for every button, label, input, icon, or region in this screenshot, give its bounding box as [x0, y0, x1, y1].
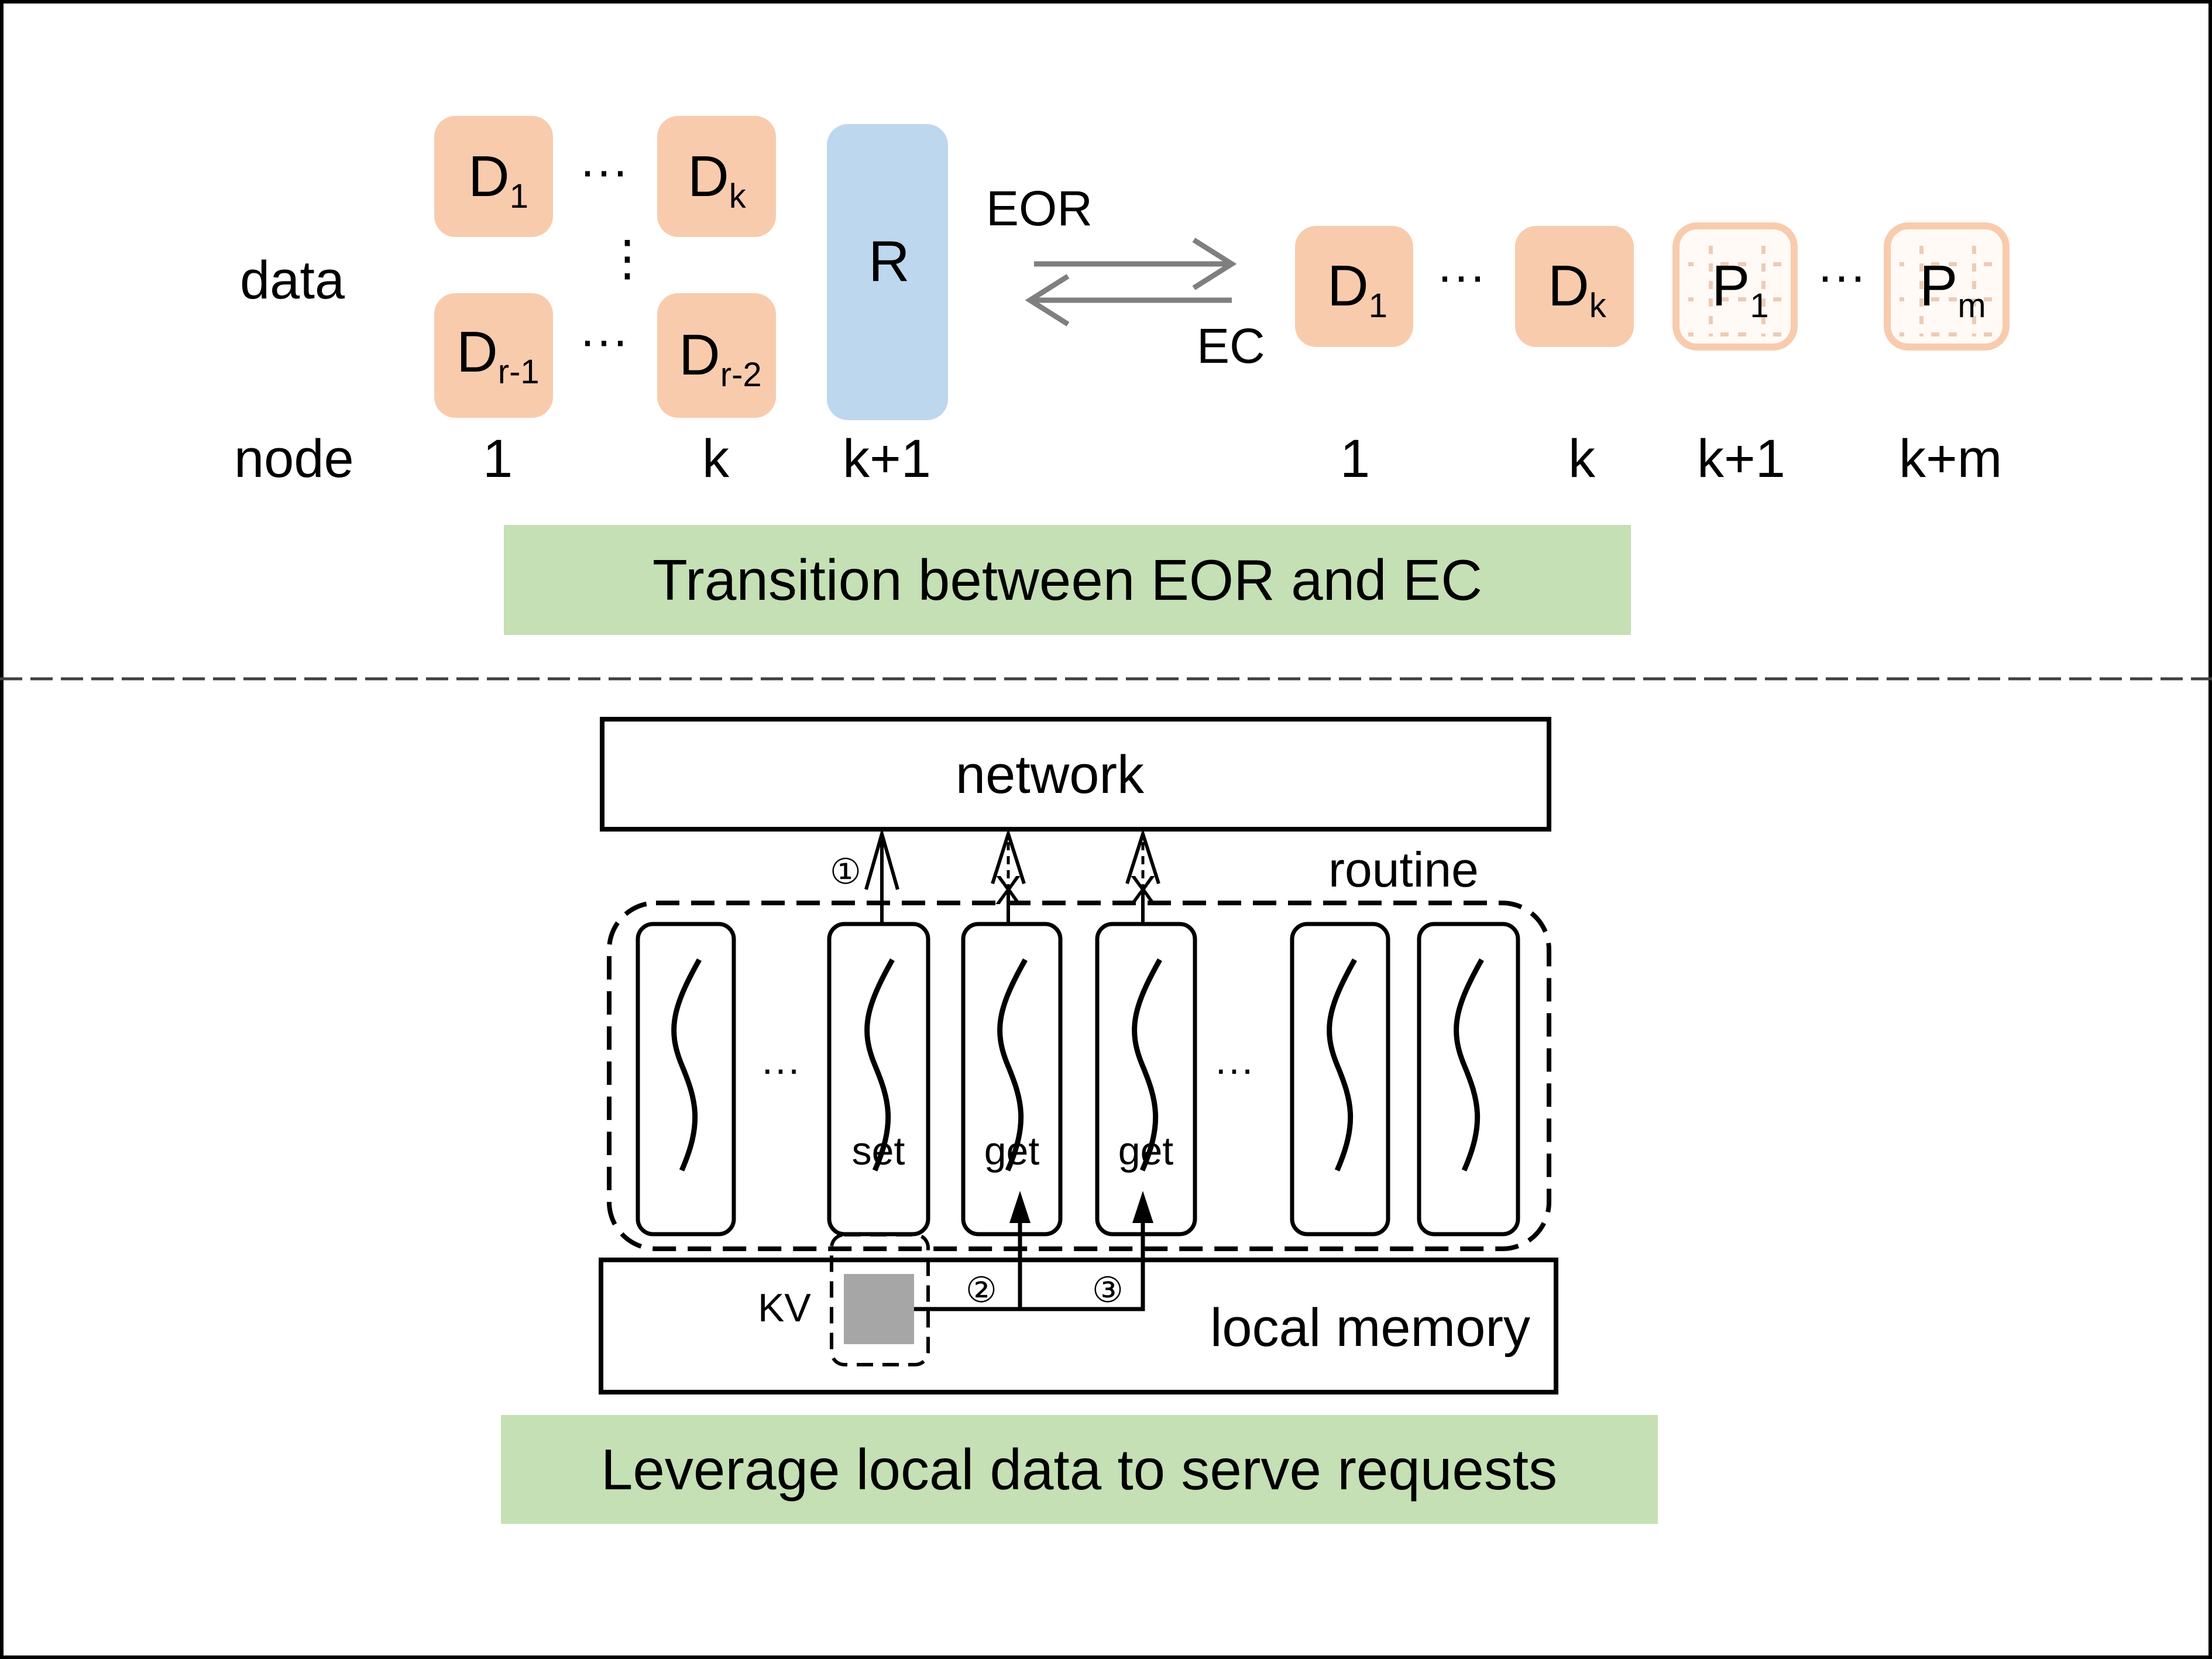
routine-box-get-1: get [961, 922, 1063, 1236]
routine-thread-icon [1454, 958, 1484, 1172]
kv-label: KV [758, 1286, 811, 1330]
parity-block-pm: Pm [1884, 222, 2010, 351]
data-block-d1: D1 [434, 116, 553, 237]
ellipsis-v: ⋮ [603, 231, 652, 286]
row-label-node: node [234, 429, 354, 489]
step-3-label: ③ [1092, 1270, 1124, 1311]
routine-ellipsis-left: ··· [761, 1047, 801, 1091]
svg-text:Dk: Dk [688, 144, 747, 215]
bottom-panel: network routine ··· set get get ··· [501, 717, 1658, 1524]
svg-text:get: get [984, 1129, 1040, 1173]
routine-thread-icon [1132, 958, 1162, 1172]
data-block-dr-2: Dr-2 [657, 293, 776, 418]
ec-ellipsis-1: ··· [1437, 248, 1486, 303]
routine-thread-icon [1327, 958, 1357, 1172]
routine-box [1417, 922, 1520, 1236]
svg-text:Transition between EOR and EC: Transition between EOR and EC [652, 548, 1482, 612]
ellipsis-h-top: ··· [579, 143, 628, 198]
svg-text:R: R [868, 229, 910, 293]
row-label-data: data [240, 250, 345, 310]
arrow-set-to-network [864, 827, 899, 924]
parity-block-p1: P1 [1672, 222, 1798, 351]
node-label-1: 1 [483, 429, 513, 489]
ec-data-block-dk: Dk [1515, 226, 1634, 347]
ec-node-label-1: 1 [1340, 429, 1370, 489]
kv-highlight [830, 1233, 930, 1366]
svg-text:Dk: Dk [1548, 253, 1607, 325]
svg-text:Dr-1: Dr-1 [456, 320, 540, 391]
routine-box [1290, 922, 1390, 1236]
ec-data-block-d1: D1 [1295, 226, 1413, 347]
top-panel: data node D1 Dk Dr-1 Dr-2 ··· ··· ⋮ R 1 … [234, 116, 2010, 635]
ec-label: EC [1197, 318, 1265, 373]
blocked-x-icon: X [995, 867, 1022, 913]
node-label-k+1: k+1 [843, 429, 931, 489]
eor-label: EOR [986, 181, 1093, 236]
ec-node-label-k+1: k+1 [1697, 429, 1785, 489]
node-label-k: k [702, 429, 730, 489]
arrow-ec-to-eor [1025, 274, 1232, 327]
arrow-eor-to-ec [1034, 238, 1237, 290]
step-2-label: ② [966, 1270, 997, 1311]
svg-text:D1: D1 [468, 144, 528, 215]
blocked-arrow-get-2: X [1125, 828, 1160, 924]
ellipsis-h-bottom: ··· [579, 312, 628, 367]
routine-thread-icon [997, 958, 1028, 1172]
step-1-label: ① [830, 851, 861, 892]
data-block-dk: Dk [657, 116, 776, 237]
data-block-dr-1: Dr-1 [434, 293, 553, 418]
routine-box [636, 922, 736, 1236]
kv-block [844, 1274, 914, 1344]
caption-transition: Transition between EOR and EC [504, 525, 1631, 635]
network-box: network [600, 717, 1551, 832]
routine-group [607, 901, 1551, 1251]
svg-text:local memory: local memory [1210, 1298, 1530, 1358]
routine-thread-icon [864, 958, 895, 1172]
svg-text:set: set [852, 1129, 905, 1173]
svg-text:P1: P1 [1712, 253, 1769, 325]
ec-node-label-k+m: k+m [1899, 429, 2002, 489]
caption-leverage: Leverage local data to serve requests [501, 1415, 1658, 1524]
svg-text:get: get [1118, 1129, 1174, 1173]
svg-text:Leverage local data to serve r: Leverage local data to serve requests [601, 1437, 1557, 1502]
arrow-kv-to-get-2 [1020, 1191, 1153, 1311]
svg-text:network: network [956, 745, 1145, 805]
svg-text:Pm: Pm [1919, 253, 1986, 325]
routine-box-set: set [827, 922, 930, 1236]
routine-thread-icon [671, 958, 702, 1172]
ec-node-label-k: k [1568, 429, 1596, 489]
svg-text:Dr-2: Dr-2 [679, 322, 762, 394]
local-memory-box: local memory [599, 1258, 1558, 1394]
blocked-arrow-get-1: X [991, 828, 1026, 924]
routine-ellipsis-right: ··· [1214, 1047, 1254, 1091]
blocked-x-icon: X [1129, 867, 1157, 913]
replica-block-r: R [827, 124, 948, 420]
routine-label: routine [1328, 842, 1479, 897]
svg-text:D1: D1 [1327, 253, 1387, 325]
ec-ellipsis-2: ··· [1817, 248, 1866, 303]
routine-box-get-2: get [1095, 922, 1197, 1236]
